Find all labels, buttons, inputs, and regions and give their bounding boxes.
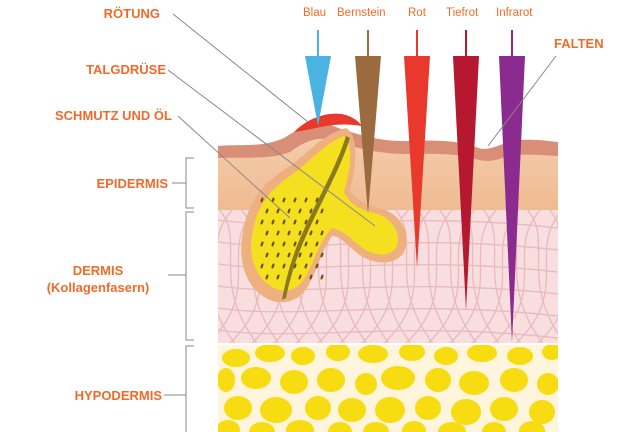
label-dirt-and-oil: SCHMUTZ UND ÖL	[55, 108, 172, 123]
wavelength-label-amber: Bernstein	[337, 7, 386, 19]
wavelength-label-deep-red: Tiefrot	[446, 7, 478, 19]
label-sebaceous-gland: TALGDRÜSE	[86, 62, 166, 77]
label-hypodermis: HYPODERMIS	[75, 388, 162, 403]
label-epidermis: EPIDERMIS	[96, 176, 168, 191]
label-wrinkles: FALTEN	[554, 36, 604, 51]
label-dermis-title: DERMIS	[36, 262, 160, 279]
label-redness: RÖTUNG	[104, 6, 160, 21]
label-dermis: DERMIS (Kollagenfasern)	[36, 262, 160, 296]
wavelength-label-blue: Blau	[303, 7, 326, 19]
wavelength-label-red: Rot	[408, 7, 426, 19]
label-dermis-subtitle: (Kollagenfasern)	[36, 279, 160, 296]
layer-brackets	[164, 158, 194, 432]
wavelength-label-infrared: Infrarot	[496, 7, 532, 19]
